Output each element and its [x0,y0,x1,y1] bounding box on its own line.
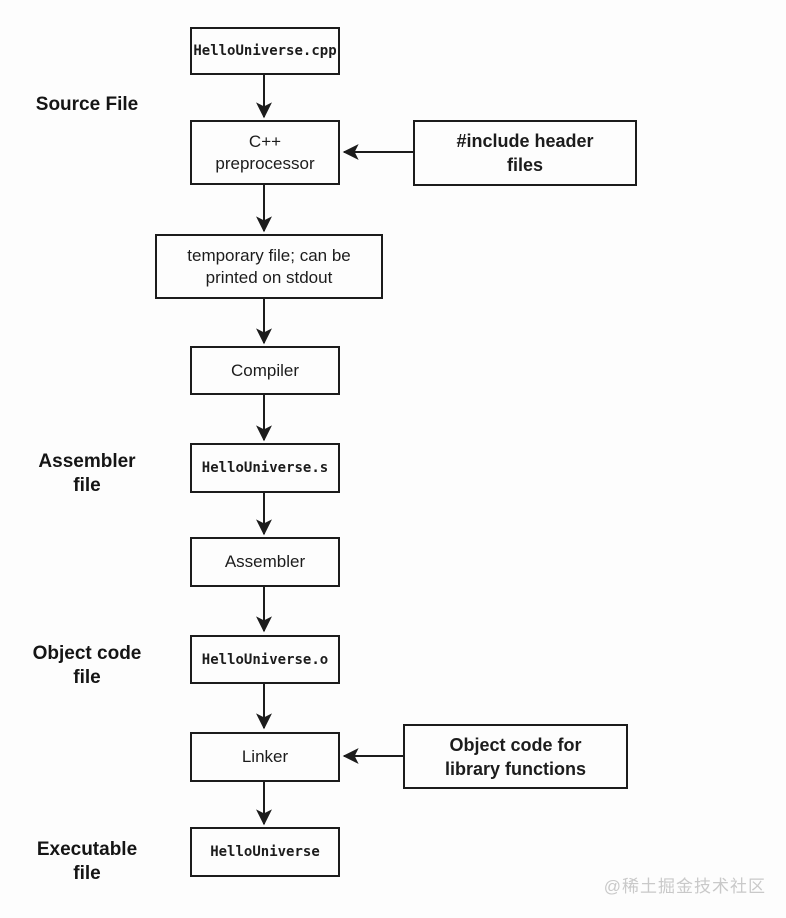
watermark-text: @稀土掘金技术社区 [603,877,766,896]
label-assembler-file: Assembler file [38,451,136,496]
node-source-cpp-file: HelloUniverse.cpp [190,27,340,75]
label-object-code-file: Object code file [32,643,142,688]
node-cpp-preprocessor: C++ preprocessor [190,120,340,185]
node-compiler: Compiler [190,346,340,395]
label-source-file: Source File [35,94,139,115]
node-executable: HelloUniverse [190,827,340,877]
node-assembler: Assembler [190,537,340,587]
node-linker: Linker [190,732,340,782]
label-executable-file: Executable file [36,839,138,884]
node-temporary-file: temporary file; can be printed on stdout [155,234,383,299]
node-object-code-file: HelloUniverse.o [190,635,340,684]
node-assembler-file: HelloUniverse.s [190,443,340,493]
node-library-object-code: Object code for library functions [403,724,628,789]
node-include-header-files: #include header files [413,120,637,186]
